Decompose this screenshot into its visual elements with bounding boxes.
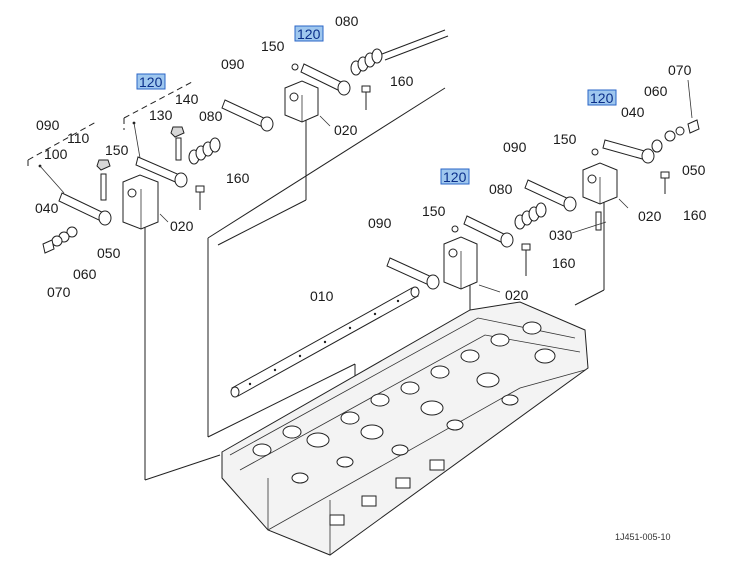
label-160-right: 160 <box>683 207 707 223</box>
rocker-group-upper-left <box>123 80 319 165</box>
highlight-120-mid <box>440 168 470 185</box>
part-labels: 080 120 150 160 070 120 090 140 130 080 … <box>35 13 707 542</box>
label-120-left: 120 <box>139 74 163 90</box>
highlight-120-right <box>587 89 617 106</box>
rocker-shaft-010 <box>230 286 420 398</box>
rocker-group-middle <box>386 202 547 290</box>
label-070-right: 070 <box>668 62 692 78</box>
label-020-mid: 020 <box>505 287 529 303</box>
label-130: 130 <box>149 107 173 123</box>
drawing-number: 1J451-005-10 <box>615 532 671 542</box>
label-010: 010 <box>310 288 334 304</box>
rocker-group-left <box>27 121 205 254</box>
cylinder-head-ports <box>252 321 556 526</box>
label-160-mid: 160 <box>226 170 250 186</box>
label-140: 140 <box>175 91 199 107</box>
spring-080-middle <box>514 202 547 230</box>
label-030: 030 <box>549 227 573 243</box>
label-040-left: 040 <box>35 200 59 216</box>
label-150-left: 150 <box>105 142 129 158</box>
label-070-left: 070 <box>47 284 71 300</box>
label-100: 100 <box>44 146 68 162</box>
spring-080-top <box>350 48 383 76</box>
label-120-right: 120 <box>590 90 614 106</box>
highlight-120-left <box>136 73 166 90</box>
label-060-right: 060 <box>644 83 668 99</box>
label-080-top: 080 <box>335 13 359 29</box>
label-020-right: 020 <box>638 208 662 224</box>
label-110: 110 <box>67 130 90 146</box>
label-090-left: 090 <box>36 117 60 133</box>
label-050-right: 050 <box>682 162 706 178</box>
label-150-top: 150 <box>261 38 285 54</box>
label-080-mid: 080 <box>489 181 513 197</box>
label-120-mid: 120 <box>443 169 467 185</box>
label-020-top: 020 <box>334 122 358 138</box>
label-060-left: 060 <box>73 266 97 282</box>
spring-080-left <box>188 137 221 165</box>
rocker-group-top <box>291 29 449 110</box>
highlight-120-top <box>294 25 324 42</box>
label-120-top: 120 <box>297 26 321 42</box>
rocker-group-right <box>524 119 700 231</box>
cylinder-head <box>221 301 589 556</box>
assembly-outline-lines <box>144 87 605 481</box>
label-090-top: 090 <box>221 56 245 72</box>
label-050-left: 050 <box>97 245 121 261</box>
label-040-right: 040 <box>621 104 645 120</box>
label-090-mid: 090 <box>368 215 392 231</box>
label-150-right: 150 <box>553 131 577 147</box>
label-160-lower: 160 <box>552 255 576 271</box>
label-160-top: 160 <box>390 73 414 89</box>
leader-lines <box>159 79 693 293</box>
label-090-right: 090 <box>503 139 527 155</box>
label-020-left: 020 <box>170 218 194 234</box>
label-080-left: 080 <box>199 108 223 124</box>
label-150-mid: 150 <box>422 203 446 219</box>
